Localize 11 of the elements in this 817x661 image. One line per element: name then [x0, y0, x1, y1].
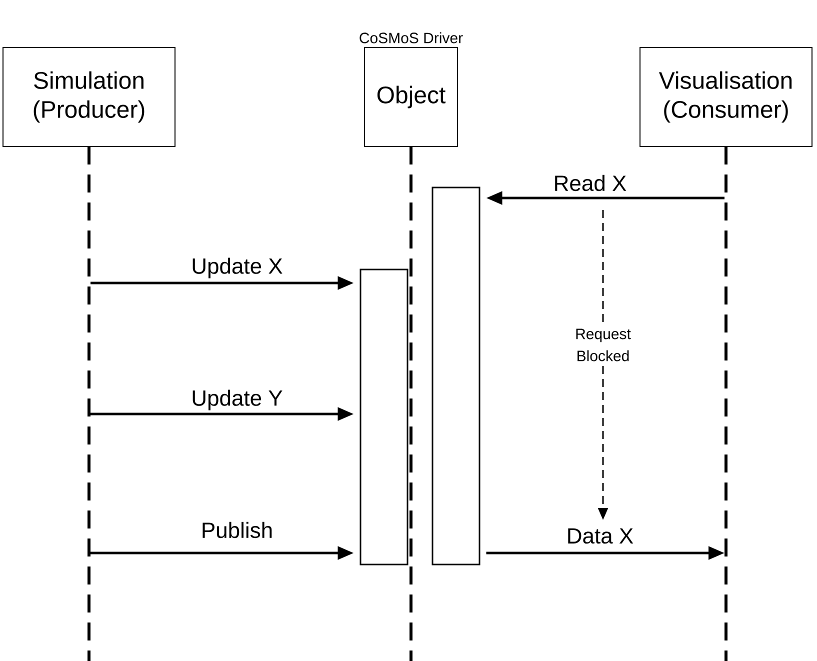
lifeline-box: Object	[364, 47, 458, 147]
heading-label: CoSMoS Driver	[360, 32, 463, 44]
lifeline-box: Visualisation (Consumer)	[640, 47, 812, 147]
edge-label: Update X	[192, 258, 282, 278]
edge-label: Data X	[568, 528, 634, 544]
edge-label: Update Y	[192, 390, 282, 410]
edge-label: Read X	[555, 174, 626, 192]
lifeline-box: Simulation (Producer)	[2, 47, 176, 147]
note-label: Request Blocked	[561, 326, 645, 364]
activation-bar	[432, 186, 480, 566]
edge-label: Publish	[202, 522, 272, 538]
